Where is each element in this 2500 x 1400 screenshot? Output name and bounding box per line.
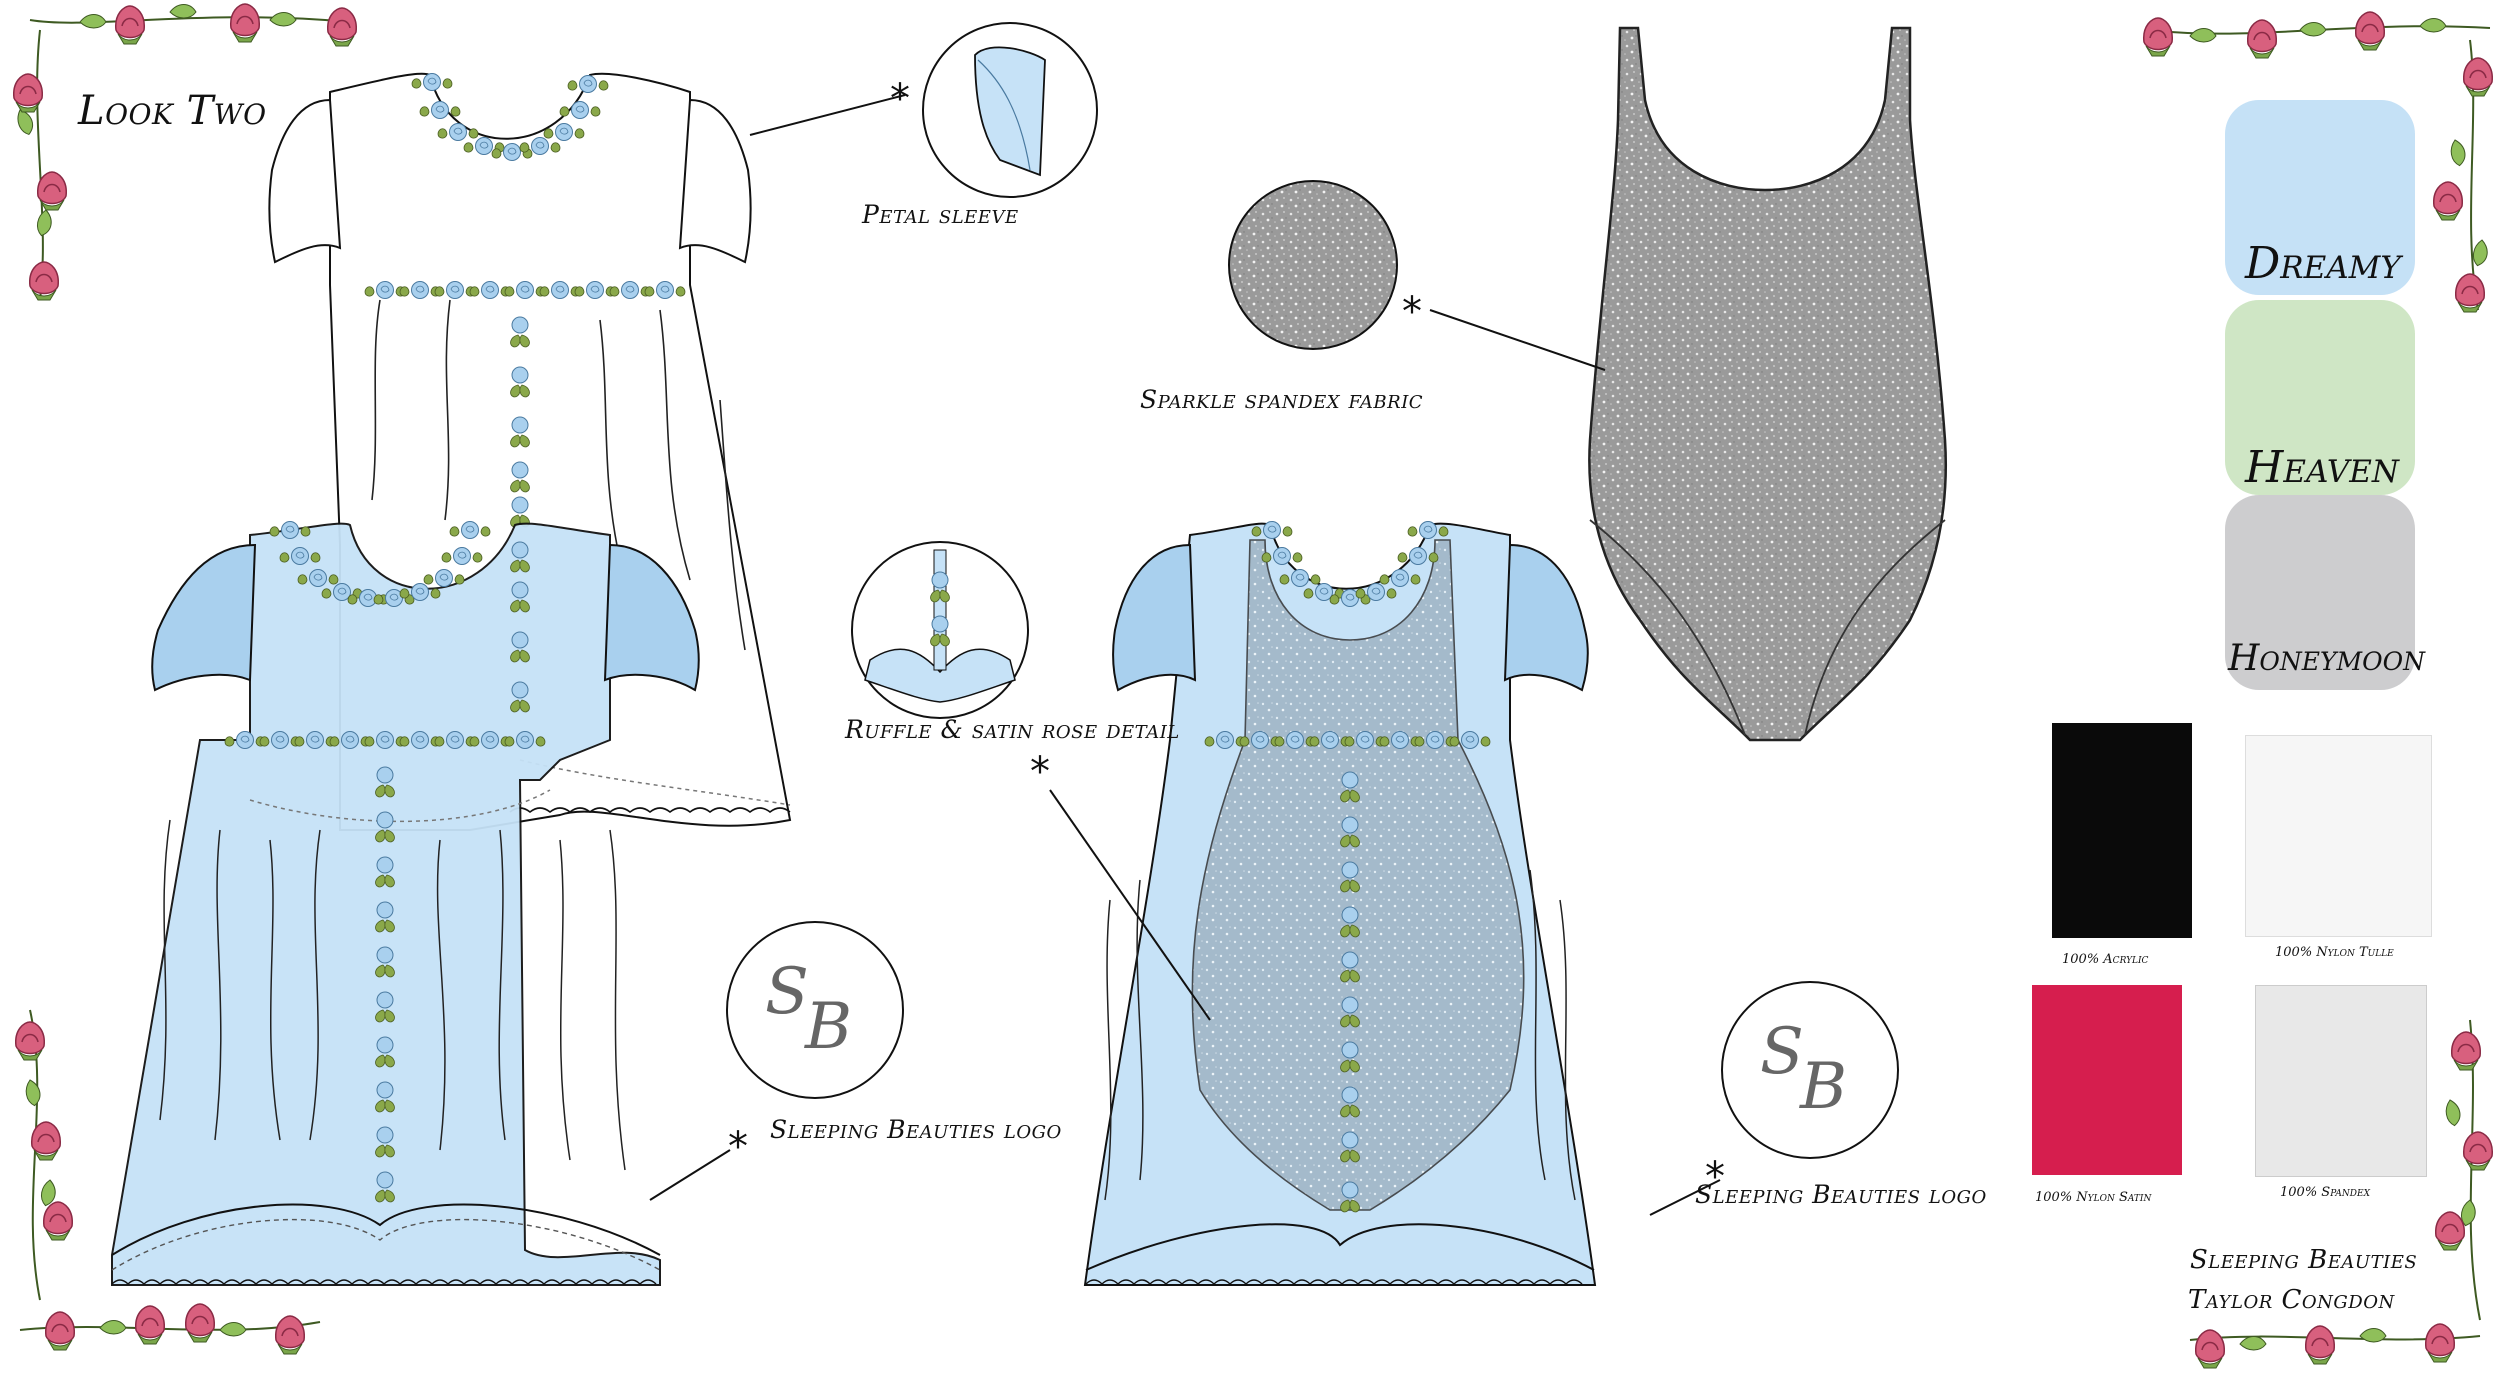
detail-petal-sleeve: [922, 22, 1098, 198]
svg-text:*: *: [1705, 1154, 1725, 1200]
sb-logo-b: B: [805, 990, 853, 1064]
dress-blue-left: [111, 521, 700, 1286]
fabric-acrylic-label: 100% Acrylic: [2062, 952, 2149, 967]
sb-logo-right: S B: [1740, 1015, 1880, 1125]
board-title: Look Two: [78, 88, 267, 134]
svg-text:*: *: [890, 76, 910, 122]
svg-text:*: *: [1402, 289, 1422, 335]
sb-logo-b: B: [1800, 1050, 1848, 1124]
asterisk-markers: * * * * *: [728, 76, 1725, 1200]
swatch-honeymoon: [2225, 495, 2415, 690]
leader-lines: [649, 94, 1721, 1216]
swatch-honeymoon-label: Honeymoon: [2228, 638, 2425, 679]
sb-logo-s: S: [765, 955, 809, 1029]
dress-blue-right: [1083, 521, 1597, 1286]
detail-ruffle-rose: [851, 541, 1029, 719]
designer-line1: Sleeping Beauties: [2190, 1245, 2418, 1275]
sb-logo-s: S: [1760, 1015, 1804, 1089]
fabric-spandex: [2255, 985, 2427, 1177]
callout-logo-left: Sleeping Beauties logo: [770, 1115, 1062, 1144]
fabric-satin-label: 100% Nylon Satin: [2035, 1190, 2152, 1205]
logo-circle-right: [1721, 981, 1899, 1159]
callout-ruffle-detail: Ruffle & satin rose detail: [845, 715, 1180, 744]
fabric-satin: [2032, 985, 2182, 1175]
logo-circle-left: [726, 921, 904, 1099]
callout-petal-sleeve: Petal sleeve: [862, 200, 1019, 229]
fabric-spandex-label: 100% Spandex: [2280, 1185, 2371, 1200]
svg-text:*: *: [1030, 749, 1050, 795]
fabric-acrylic: [2052, 723, 2192, 938]
swatch-heaven-label: Heaven: [2245, 442, 2399, 493]
fabric-tulle-label: 100% Nylon Tulle: [2275, 945, 2394, 960]
swatch-heaven: [2225, 300, 2415, 495]
rose-vine-bottom-left: [14, 1009, 321, 1355]
callout-sparkle-fabric: Sparkle spandex fabric: [1140, 385, 1424, 414]
swatch-dreamy-label: Dreamy: [2245, 238, 2401, 289]
fabric-tulle: [2245, 735, 2432, 937]
rose-vine-bottom-right: [2189, 1019, 2494, 1369]
bodysuit-glitter: [1588, 26, 1947, 742]
callout-logo-right: Sleeping Beauties logo: [1695, 1180, 1987, 1209]
designer-line2: Taylor Congdon: [2188, 1285, 2395, 1315]
rose-vine-top-left: [12, 3, 358, 301]
rose-vine-top-right: [2142, 11, 2494, 313]
sb-logo-left: S B: [745, 955, 885, 1065]
swatch-dreamy: [2225, 100, 2415, 295]
detail-sparkle-fabric: [1228, 180, 1398, 350]
svg-text:*: *: [728, 1124, 748, 1170]
